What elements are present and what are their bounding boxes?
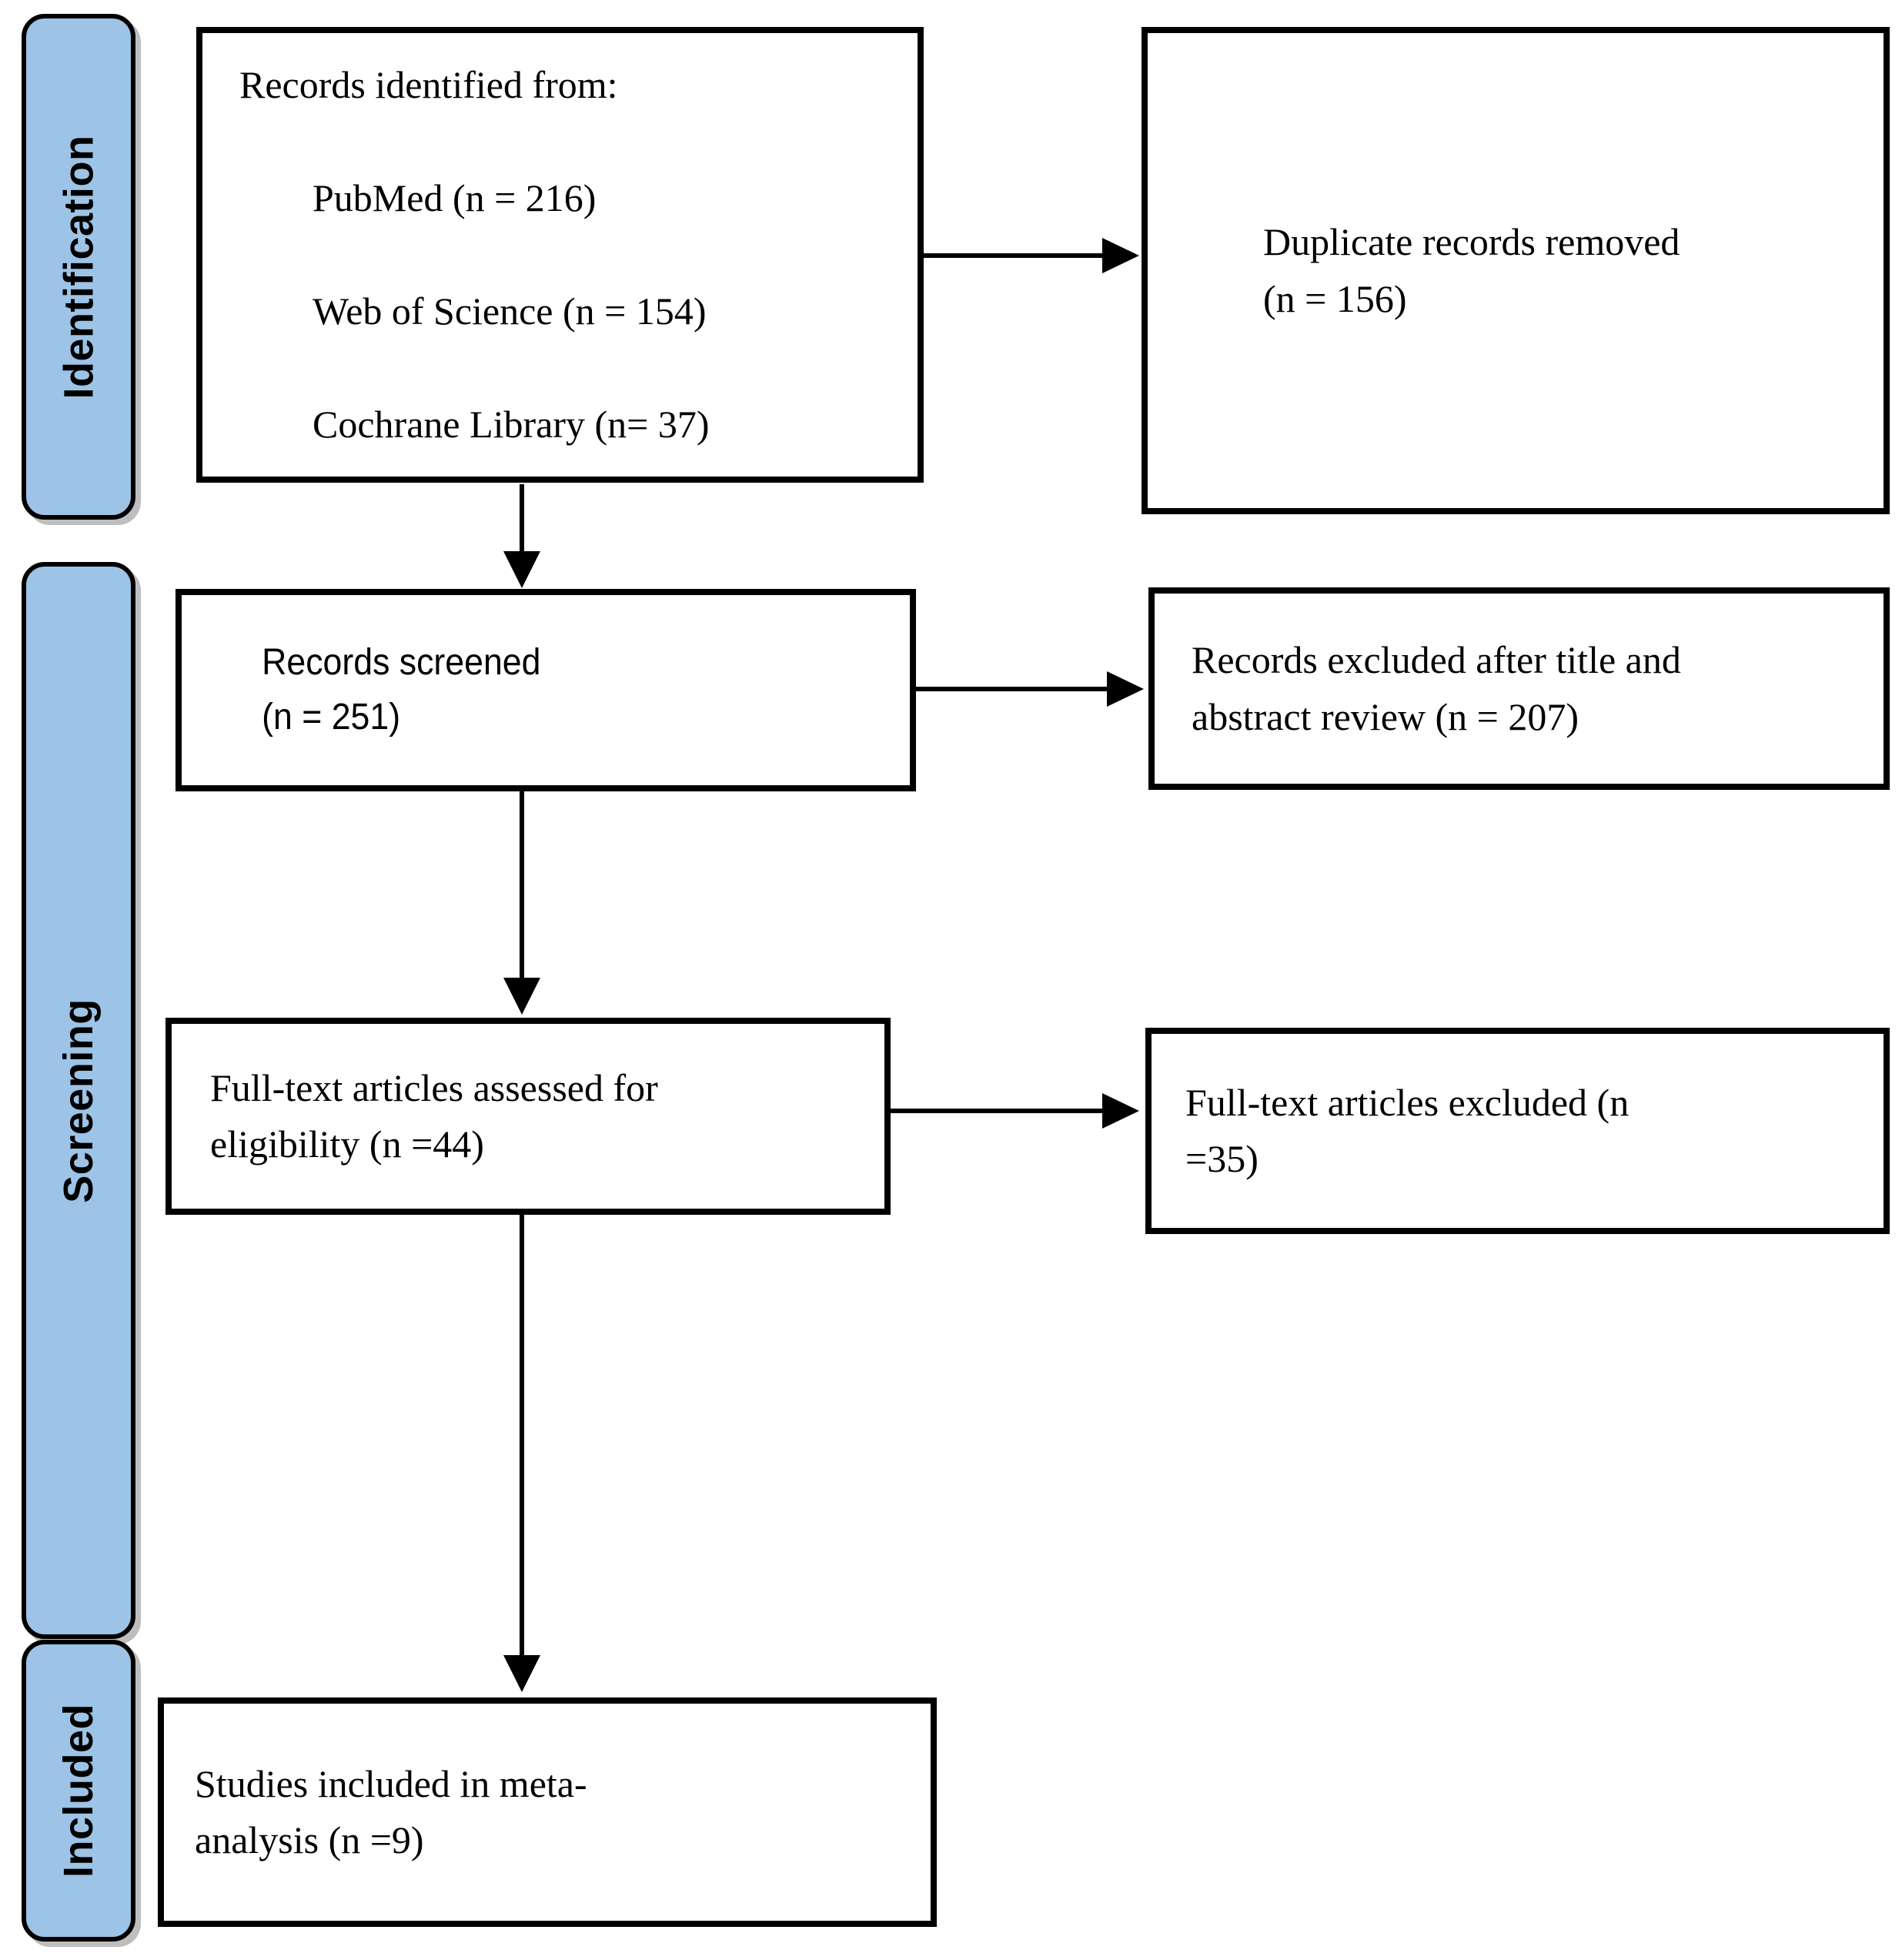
stage-label-identification: Identification	[55, 135, 102, 399]
arrow-head-down-icon	[503, 551, 540, 588]
stage-bar-identification: Identification	[22, 14, 135, 520]
arrow-shaft	[520, 484, 524, 555]
arrow-head-right-icon	[1102, 238, 1139, 273]
duplicates-removed-text: Duplicate records removed (n = 156)	[1263, 220, 1680, 320]
fulltext-excluded-text: Full-text articles excluded (n =35)	[1185, 1080, 1630, 1181]
records-identified-title: Records identified from:	[239, 62, 618, 106]
stage-bar-included: Included	[22, 1640, 135, 1942]
arrow-shaft	[924, 253, 1105, 258]
box-duplicates-removed: Duplicate records removed (n = 156)	[1142, 27, 1890, 514]
box-fulltext-excluded: Full-text articles excluded (n =35)	[1145, 1028, 1890, 1234]
arrow-shaft	[520, 791, 524, 979]
box-studies-included: Studies included in meta- analysis (n =9…	[158, 1697, 937, 1927]
arrow-head-right-icon	[1107, 671, 1144, 707]
box-records-screened: Records screened (n = 251)	[175, 589, 916, 791]
arrow-head-down-icon	[503, 978, 540, 1015]
studies-included-text: Studies included in meta- analysis (n =9…	[195, 1761, 587, 1862]
records-excluded-text: Records excluded after title and abstrac…	[1192, 638, 1681, 738]
source-cochrane-library: Cochrane Library (n= 37)	[313, 402, 710, 446]
arrow-shaft	[916, 687, 1110, 691]
arrow-head-down-icon	[503, 1655, 540, 1692]
box-records-identified: Records identified from: PubMed (n = 216…	[196, 27, 924, 483]
stage-label-included: Included	[55, 1703, 102, 1878]
fulltext-assessed-text: Full-text articles assessed for eligibil…	[210, 1065, 658, 1166]
source-web-of-science: Web of Science (n = 154)	[313, 289, 707, 333]
arrow-shaft	[891, 1109, 1105, 1113]
arrow-head-right-icon	[1102, 1093, 1139, 1129]
arrow-shaft	[520, 1215, 524, 1657]
box-fulltext-assessed: Full-text articles assessed for eligibil…	[165, 1018, 891, 1215]
records-identified-text: Records identified from: PubMed (n = 216…	[202, 0, 725, 510]
source-pubmed: PubMed (n = 216)	[313, 176, 597, 219]
records-screened-text: Records screened (n = 251)	[262, 641, 541, 738]
stage-label-screening: Screening	[55, 998, 102, 1203]
box-records-excluded: Records excluded after title and abstrac…	[1148, 587, 1890, 790]
stage-bar-screening: Screening	[22, 562, 135, 1639]
